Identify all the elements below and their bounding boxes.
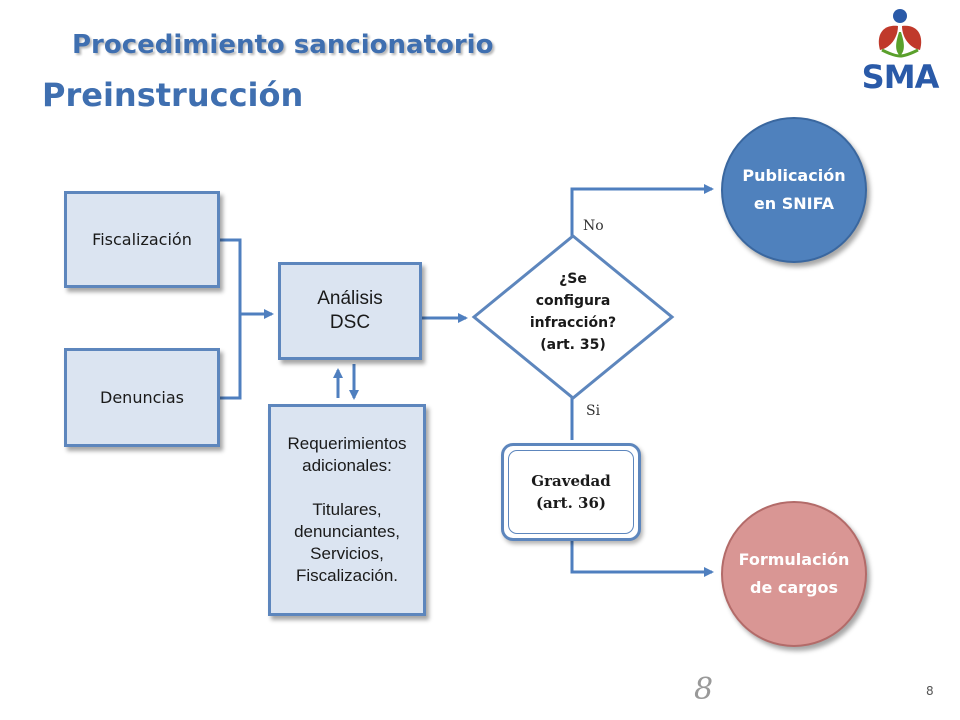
req-line-4: denunciantes, <box>294 522 400 541</box>
page-number-small: 8 <box>926 684 934 698</box>
publicacion-label: Publicación en SNIFA <box>742 162 845 218</box>
analisis-line-2: DSC <box>329 312 371 333</box>
gravedad-line-2: (art. 36) <box>535 494 607 512</box>
req-line-5: Servicios, <box>310 544 384 563</box>
publicacion-line-1: Publicación <box>742 166 846 185</box>
fiscalizacion-label: Fiscalización <box>92 230 192 249</box>
req-line-6: Fiscalización. <box>295 566 399 585</box>
merge-bracket <box>220 238 242 400</box>
decision-line-1: ¿Se <box>559 271 587 287</box>
decision-line-4: (art. 35) <box>540 337 606 353</box>
formulacion-line-1: Formulación <box>738 550 850 569</box>
decision-label: ¿Se configura infracción? (art. 35) <box>506 268 640 356</box>
req-line-2: adicionales: <box>302 456 392 475</box>
formulacion-label: Formulación de cargos <box>739 546 850 602</box>
gravedad-inner-border <box>508 450 634 534</box>
analisis-line-1: Análisis <box>317 288 383 309</box>
denuncias-box: Denuncias <box>64 348 220 447</box>
page-number-large: 8 <box>694 672 714 707</box>
decision-line-3: infracción? <box>529 315 617 331</box>
logo-text: SMA <box>861 58 940 96</box>
req-line-3: Titulares, <box>312 500 382 519</box>
sma-logo: SMA <box>852 6 948 98</box>
analisis-dsc-box: Análisis DSC <box>278 262 422 360</box>
slide-title: Procedimiento sancionatorio <box>72 30 494 60</box>
requerimientos-label: Requerimientos adicionales: Titulares, d… <box>283 429 410 591</box>
fiscalizacion-box: Fiscalización <box>64 191 220 288</box>
requerimientos-box: Requerimientos adicionales: Titulares, d… <box>268 404 426 616</box>
edge-label-no: No <box>583 218 604 234</box>
edge-label-si: Si <box>586 403 601 419</box>
publicacion-snifa-circle: Publicación en SNIFA <box>721 117 867 263</box>
decision-line-2: configura <box>535 293 611 309</box>
publicacion-line-2: en SNIFA <box>753 194 835 213</box>
arrow-no-branch <box>570 184 714 236</box>
sma-logo-emblem <box>878 9 922 58</box>
gravedad-line-1: Gravedad <box>531 472 611 490</box>
req-line-spacer <box>287 477 406 499</box>
denuncias-label: Denuncias <box>100 388 184 407</box>
req-line-1: Requerimientos <box>287 434 407 453</box>
slide-subtitle: Preinstrucción <box>42 76 304 114</box>
decision-diamond <box>471 234 675 400</box>
analisis-dsc-label: Análisis DSC <box>317 287 382 335</box>
arrow-to-formulacion <box>570 541 714 577</box>
gravedad-box: Gravedad (art. 36) <box>501 443 641 541</box>
gravedad-label: Gravedad (art. 36) <box>531 470 610 514</box>
formulacion-line-2: de cargos <box>749 578 838 597</box>
formulacion-cargos-circle: Formulación de cargos <box>721 501 867 647</box>
